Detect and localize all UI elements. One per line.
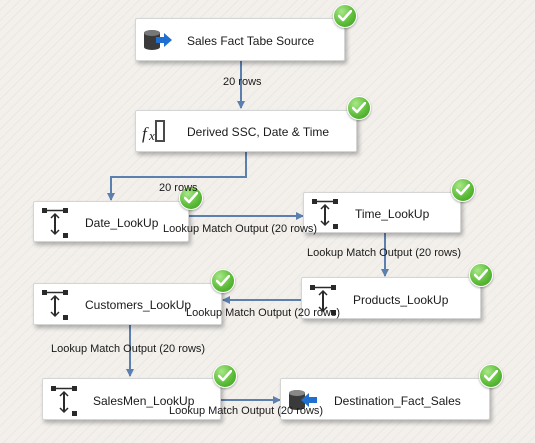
success-check-icon — [333, 4, 357, 28]
svg-text:f: f — [142, 124, 149, 143]
task-label: Derived SSC, Date & Time — [187, 125, 330, 139]
lookup-icon — [312, 197, 338, 234]
path-label-products-to-customers: Lookup Match Output (20 rows) — [186, 307, 341, 319]
lookup-icon — [310, 283, 336, 320]
task-label: Destination_Fact_Sales — [334, 394, 461, 408]
lookup-icon — [42, 288, 68, 325]
path-label-salesmen-to-destination: Lookup Match Output (20 rows) — [169, 405, 324, 417]
lookup-icon — [51, 384, 77, 421]
lookup-icon — [42, 206, 68, 243]
task-products-lookup[interactable]: Products_LookUp — [301, 277, 481, 319]
task-label: Time_LookUp — [355, 207, 430, 221]
success-check-icon — [479, 364, 503, 388]
path-label-date-to-time: Lookup Match Output (20 rows) — [163, 223, 318, 235]
success-check-icon — [469, 263, 493, 287]
task-destination-fact-sales[interactable]: Destination_Fact_Sales — [280, 378, 490, 420]
task-date-lookup[interactable]: Date_LookUp — [33, 201, 189, 242]
task-customers-lookup[interactable]: Customers_LookUp — [33, 283, 222, 325]
task-label: Products_LookUp — [353, 293, 449, 307]
task-derived-column[interactable]: f x Derived SSC, Date & Time — [135, 110, 357, 152]
success-check-icon — [211, 269, 235, 293]
success-check-icon — [213, 364, 237, 388]
task-label: Date_LookUp — [85, 216, 159, 230]
task-salesmen-lookup[interactable]: SalesMen_LookUp — [42, 378, 221, 420]
path-label-source-to-derived: 20 rows — [223, 76, 262, 88]
path-label-time-to-products: Lookup Match Output (20 rows) — [307, 247, 462, 259]
task-label: Customers_LookUp — [85, 298, 192, 312]
database-destination-icon — [288, 388, 318, 417]
success-check-icon — [451, 178, 475, 202]
task-time-lookup[interactable]: Time_LookUp — [303, 192, 461, 233]
path-label-derived-to-date: 20 rows — [159, 182, 198, 194]
task-label: Sales Fact Tabe Source — [187, 34, 315, 48]
database-arrow-icon — [143, 29, 173, 56]
fx-icon: f x — [141, 119, 169, 150]
path-label-customers-to-salesmen: Lookup Match Output (20 rows) — [51, 343, 206, 355]
task-sales-fact-source[interactable]: Sales Fact Tabe Source — [135, 18, 345, 61]
svg-text:x: x — [148, 128, 155, 143]
success-check-icon — [179, 186, 203, 210]
task-label: SalesMen_LookUp — [93, 394, 195, 408]
path-derived-to-date[interactable] — [107, 152, 247, 201]
success-check-icon — [347, 96, 371, 120]
